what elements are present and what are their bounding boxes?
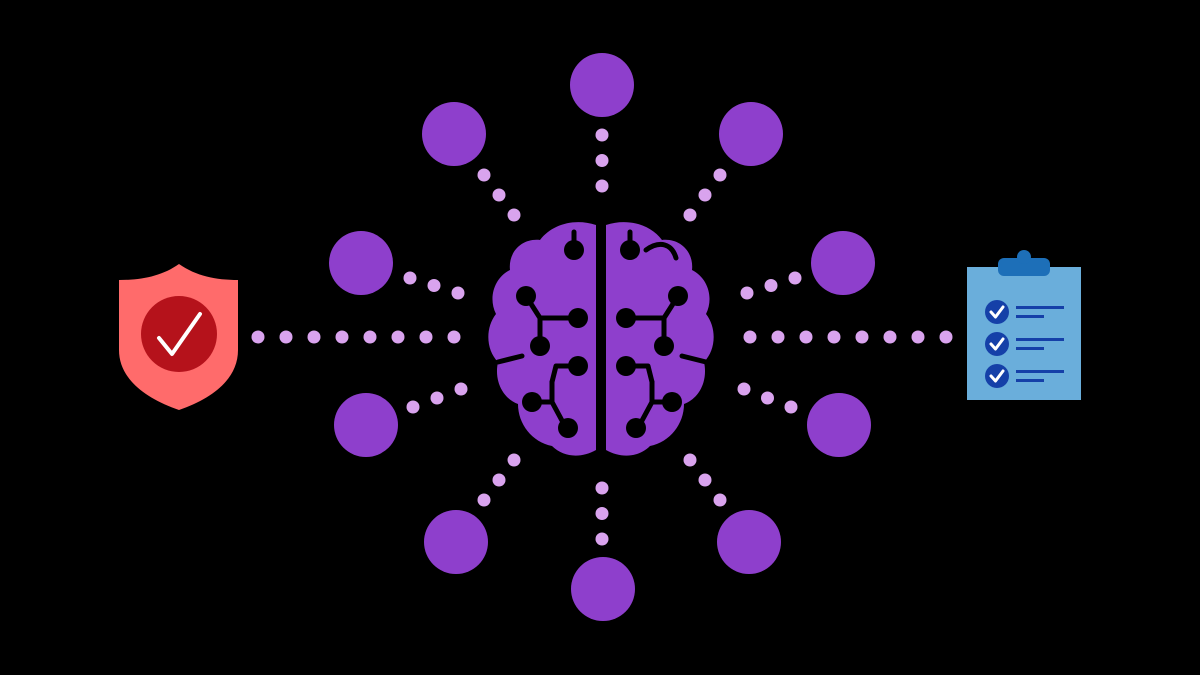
check-circle-icon: [985, 300, 1009, 324]
clipboard-clip-hole: [1017, 250, 1031, 264]
network-node-1: [570, 53, 634, 117]
connector-dot: [784, 400, 798, 414]
connector-dot: [477, 168, 491, 182]
network-node-5: [811, 231, 875, 295]
connector-dot: [406, 400, 420, 414]
checklist-line: [1016, 370, 1064, 373]
connector-dot: [595, 507, 609, 520]
network-node-8: [424, 510, 488, 574]
connector-dot: [595, 128, 609, 142]
brain-circuit-nodes-left: [516, 240, 588, 438]
connector-dot: [492, 188, 506, 202]
checklist-line: [1016, 306, 1064, 309]
connector-dot: [883, 330, 897, 344]
shield-inner-circle: [141, 296, 217, 372]
connector-dot: [307, 330, 321, 344]
connector-dot: [507, 208, 521, 222]
shield-check-icon: [119, 264, 238, 410]
connector-dot: [492, 473, 506, 487]
network-node-4: [329, 231, 393, 295]
connector-dot: [771, 330, 785, 344]
connector-dot: [595, 179, 609, 193]
connector-dot: [451, 286, 465, 300]
network-node-2: [422, 102, 486, 166]
checklist-item-3: [985, 364, 1064, 388]
connector-dots: [251, 128, 953, 546]
checklist-line-short: [1016, 379, 1044, 382]
clipboard-clip: [998, 258, 1050, 276]
check-circle-icon: [985, 332, 1009, 356]
connector-dot: [447, 330, 461, 344]
connector-dot: [939, 330, 953, 344]
check-circle-icon: [985, 364, 1009, 388]
check-icon: [989, 305, 1005, 319]
outer-nodes: [329, 53, 875, 621]
connector-dot: [764, 279, 778, 292]
connector-dot: [788, 271, 802, 285]
connector-dot: [683, 208, 697, 222]
network-node-9: [717, 510, 781, 574]
checklist-line: [1016, 338, 1064, 341]
connector-dot: [799, 330, 813, 344]
connector-dot: [454, 382, 468, 396]
connector-dot: [713, 493, 727, 507]
network-node-6: [334, 393, 398, 457]
connector-dot: [855, 330, 869, 344]
network-node-10: [571, 557, 635, 621]
connector-dot: [335, 330, 349, 344]
connector-dot: [827, 330, 841, 344]
check-icon: [157, 312, 202, 356]
connector-dot: [363, 330, 377, 344]
check-icon: [989, 337, 1005, 351]
connector-dot: [683, 453, 697, 467]
checklist: [985, 300, 1064, 388]
connector-dot: [391, 330, 405, 344]
network-node-3: [719, 102, 783, 166]
connector-dot: [251, 330, 265, 344]
connector-dot: [743, 330, 757, 344]
connector-dot: [713, 168, 727, 182]
checklist-line-short: [1016, 315, 1044, 318]
connector-dot: [595, 481, 609, 495]
connector-dot: [740, 286, 754, 300]
connector-dot: [279, 330, 293, 344]
connector-dot: [427, 279, 441, 292]
brain-circuit-nodes-right: [616, 240, 688, 438]
connector-dot: [430, 391, 444, 405]
checklist-item-2: [985, 332, 1064, 356]
connector-dot: [698, 473, 712, 487]
brain-circuit-icon: [488, 222, 714, 456]
connector-dot: [698, 188, 712, 202]
network-node-7: [807, 393, 871, 457]
connector-dot: [595, 532, 609, 546]
checklist-item-1: [985, 300, 1064, 324]
check-icon: [989, 369, 1005, 383]
clipboard-checklist-icon: [967, 250, 1081, 400]
connector-dot: [419, 330, 433, 344]
connector-dot: [737, 382, 751, 396]
connector-dot: [595, 154, 609, 167]
connector-dot: [507, 453, 521, 467]
connector-dot: [403, 271, 417, 285]
connector-dot: [761, 391, 774, 405]
connector-dot: [911, 330, 925, 344]
connector-dot: [477, 493, 491, 507]
checklist-line-short: [1016, 347, 1044, 350]
